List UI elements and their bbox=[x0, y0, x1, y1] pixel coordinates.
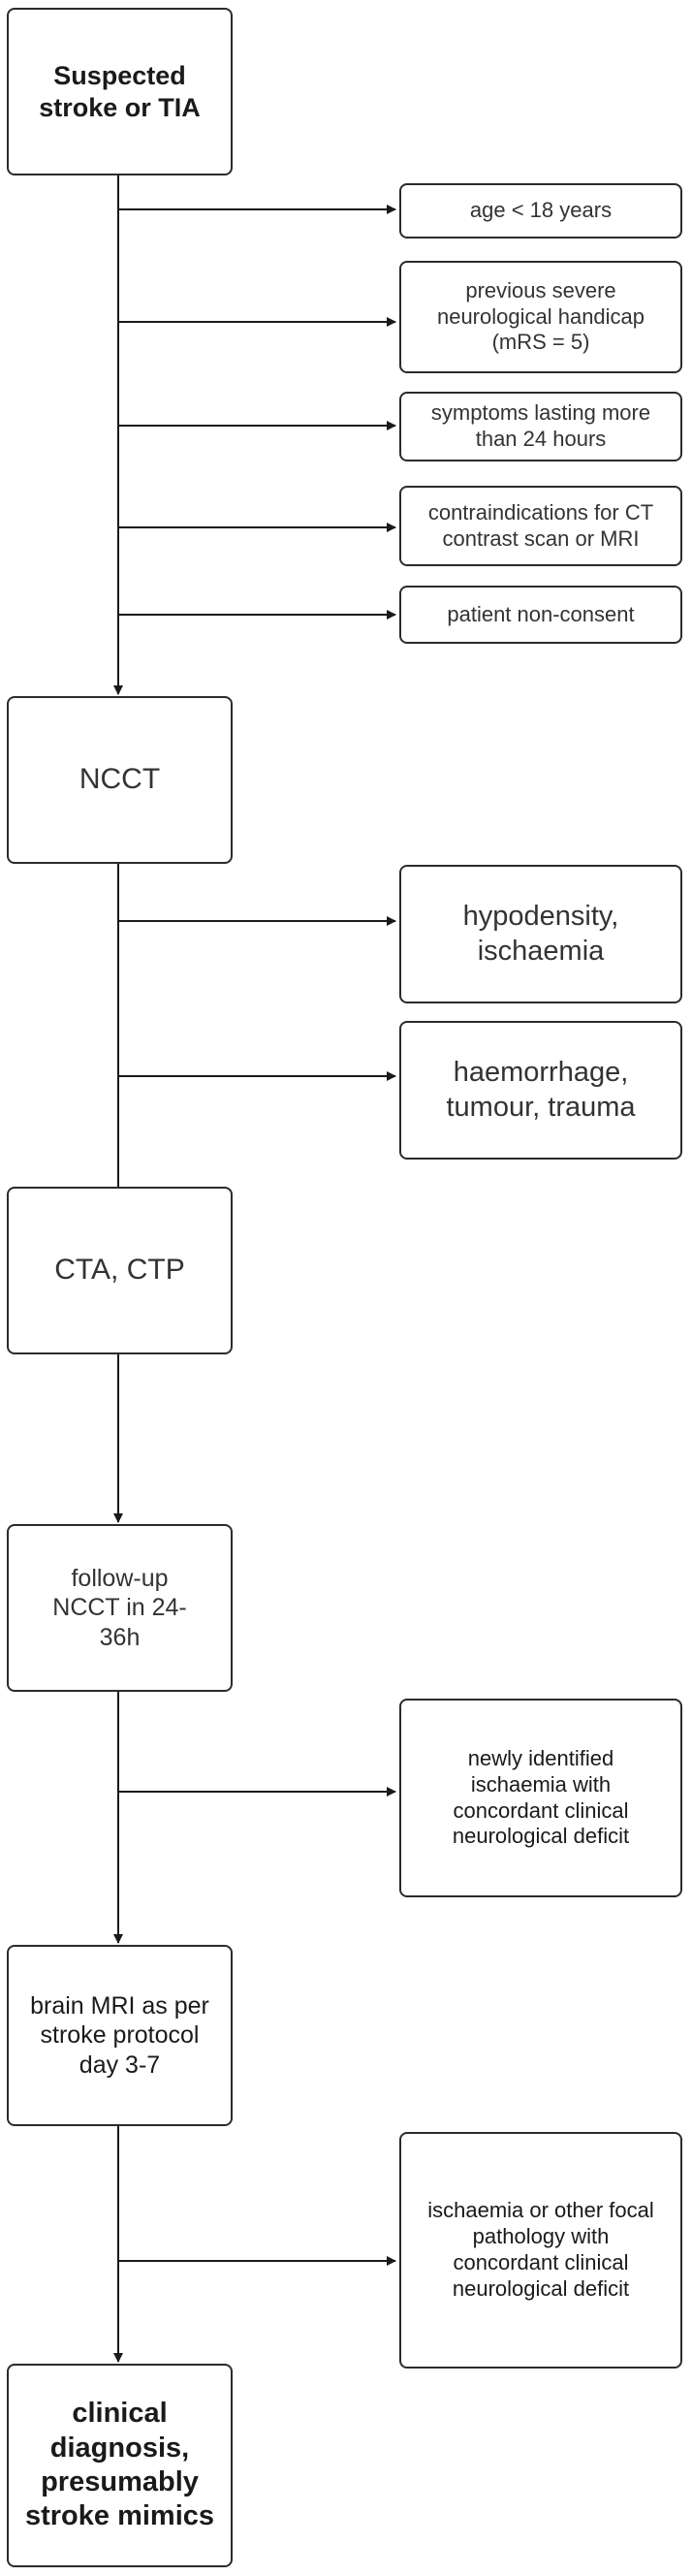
followup-ncct-node-label: follow-up NCCT in 24-36h bbox=[52, 1564, 187, 1651]
brain-mri-node: brain MRI as per stroke protocol day 3-7 bbox=[7, 1945, 233, 2126]
exclusion-handicap: previous severe neurological handicap (m… bbox=[399, 261, 682, 373]
followup-ncct-node: follow-up NCCT in 24-36h bbox=[7, 1524, 233, 1692]
final-diagnosis-node-label: clinical diagnosis, presumably stroke mi… bbox=[24, 2398, 215, 2532]
exclusion-non-consent: patient non-consent bbox=[399, 586, 682, 644]
finding-focal-pathology: ischaemia or other focal pathology with … bbox=[399, 2132, 682, 2369]
final-diagnosis-node: clinical diagnosis, presumably stroke mi… bbox=[7, 2364, 233, 2567]
exclusion-age-label: age < 18 years bbox=[469, 198, 613, 223]
ncct-node-label: NCCT bbox=[79, 763, 161, 796]
finding-haemorrhage-label: haemorrhage, tumour, trauma bbox=[446, 1057, 636, 1123]
start-node: Suspected stroke or TIA bbox=[7, 8, 233, 175]
finding-new-ischaemia-label: newly identified ischaemia with concorda… bbox=[452, 1745, 630, 1849]
exclusion-non-consent-label: patient non-consent bbox=[447, 601, 635, 626]
exclusion-duration-label: symptoms lasting more than 24 hours bbox=[430, 400, 651, 451]
ncct-node: NCCT bbox=[7, 696, 233, 864]
exclusion-contraindications: contraindications for CT contrast scan o… bbox=[399, 486, 682, 566]
finding-new-ischaemia: newly identified ischaemia with concorda… bbox=[399, 1699, 682, 1897]
exclusion-age: age < 18 years bbox=[399, 183, 682, 239]
exclusion-contraindications-label: contraindications for CT contrast scan o… bbox=[427, 499, 654, 551]
exclusion-duration: symptoms lasting more than 24 hours bbox=[399, 392, 682, 461]
finding-hypodensity-label: hypodensity, ischaemia bbox=[462, 901, 619, 967]
start-node-label: Suspected stroke or TIA bbox=[39, 60, 201, 122]
finding-haemorrhage: haemorrhage, tumour, trauma bbox=[399, 1021, 682, 1160]
finding-hypodensity: hypodensity, ischaemia bbox=[399, 865, 682, 1003]
cta-ctp-node-label: CTA, CTP bbox=[54, 1254, 185, 1287]
exclusion-handicap-label: previous severe neurological handicap (m… bbox=[436, 277, 645, 355]
finding-focal-pathology-label: ischaemia or other focal pathology with … bbox=[427, 2198, 654, 2301]
cta-ctp-node: CTA, CTP bbox=[7, 1187, 233, 1354]
brain-mri-node-label: brain MRI as per stroke protocol day 3-7 bbox=[30, 1991, 209, 2079]
